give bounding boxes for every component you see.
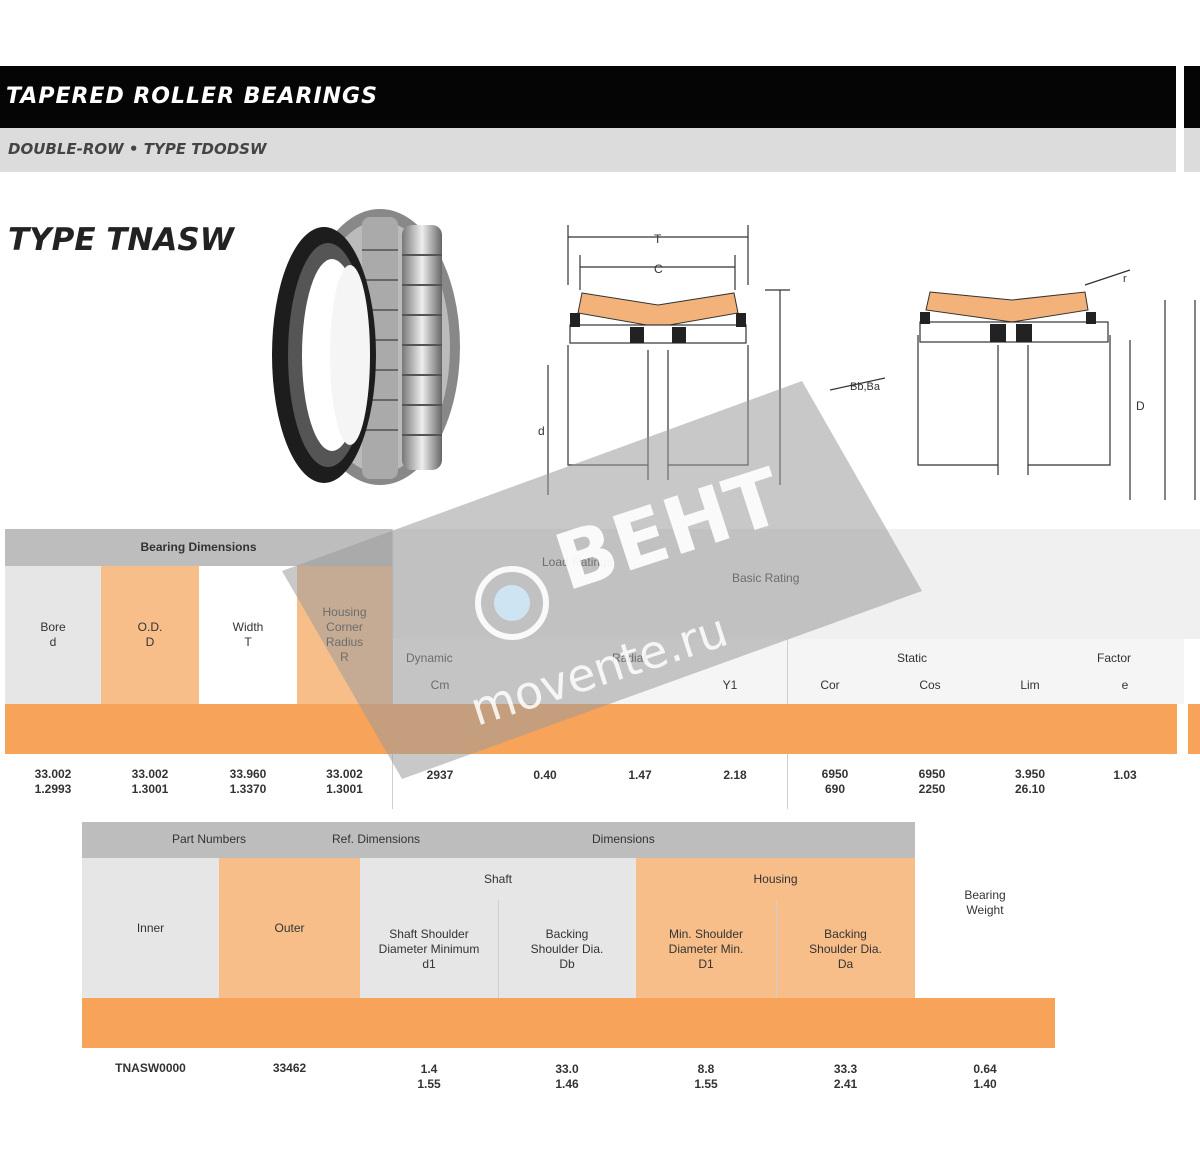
bearing-type-title: TYPE TNASW: [8, 222, 234, 258]
subtitle-bar: [0, 128, 1176, 172]
factor-value: 1.47: [628, 767, 652, 782]
bearing-photo: [272, 209, 460, 485]
label-d: d: [538, 424, 545, 438]
load-ratings-header-area: Load Ratings Basic Rating: [392, 529, 1200, 639]
radial-label: Radial: [612, 651, 647, 665]
static-value: 6950 690: [821, 767, 849, 796]
page-subtitle: DOUBLE-ROW • TYPE TDODSW: [8, 140, 267, 158]
label-bb: Bb,Ba: [850, 381, 881, 393]
subtitle-bar-edge: [1184, 128, 1200, 172]
unit-band-edge: [1188, 704, 1200, 754]
label-d-outer: D: [1136, 399, 1145, 413]
divider: [498, 900, 499, 998]
basic-rating-header: Basic Rating: [732, 571, 800, 585]
weight-header: Bearing Weight: [915, 858, 1055, 998]
divider: [392, 529, 393, 809]
housing-header: Housing: [636, 858, 915, 900]
col-inner-header: Inner: [82, 858, 219, 998]
col-bore-header: Bore d: [5, 566, 101, 704]
e-value: 1.03: [1113, 767, 1137, 782]
factor-subheader: Factor: [1087, 639, 1184, 704]
outer-part-number: 33462: [272, 1060, 307, 1075]
cross-section-diagram-2: Bb,Ba r D: [830, 269, 1196, 500]
factor-value: 0.40: [533, 767, 557, 782]
unit-label: Lim: [1020, 677, 1040, 692]
housing-min-value: 8.8 1.55: [694, 1062, 718, 1091]
shaft-backing-header: Backing Shoulder Dia. Db: [498, 900, 636, 998]
unit-band-2: [82, 998, 1055, 1048]
static-value: 6950 2250: [918, 767, 946, 796]
shaft-header: Shaft: [360, 858, 636, 900]
unit-label: Cos: [919, 677, 941, 692]
divider: [776, 900, 777, 998]
factor-value: 2.18: [723, 767, 747, 782]
weight-value: 0.64 1.40: [973, 1062, 997, 1091]
unit-label: Y1: [722, 677, 738, 692]
factor-label: Factor: [1097, 651, 1132, 665]
housing-shoulder-min-header: Min. Shoulder Diameter Min. D1: [636, 900, 776, 998]
load-ratings-header: Load Ratings: [542, 555, 613, 569]
dynamic-label: Dynamic: [406, 651, 453, 665]
inner-part-number: TNASW0000: [115, 1060, 186, 1075]
shaft-min-value: 1.4 1.55: [417, 1062, 441, 1091]
od-value: 33.002 1.3001: [131, 767, 169, 796]
label-t: T: [654, 232, 662, 246]
table2-header: Part Numbers Ref. Dimensions Dimensions: [82, 822, 915, 858]
label-c: C: [654, 262, 663, 276]
bearing-dimensions-header: Bearing Dimensions: [5, 529, 392, 566]
ref-dimensions-header: Ref. Dimensions: [332, 832, 421, 846]
unit-label: Cor: [820, 677, 840, 692]
cross-section-diagram-1: T C d: [538, 225, 790, 495]
housing-backing-header: Backing Shoulder Dia. Da: [776, 900, 915, 998]
title-bar: [0, 66, 1176, 128]
static-value: 3.950 26.10: [1014, 767, 1046, 796]
shaft-shoulder-min-header: Shaft Shoulder Diameter Minimum d1: [360, 900, 498, 998]
radius-value: 33.002 1.3001: [326, 767, 363, 796]
col-outer-header: Outer: [219, 858, 360, 998]
shaft-backing-value: 33.0 1.46: [555, 1062, 579, 1091]
width-value: 33.960 1.3370: [229, 767, 267, 796]
col-width-header: Width T: [199, 566, 297, 704]
static-label: Static: [897, 651, 928, 665]
col-radius-header: Housing Corner Radius R: [297, 566, 392, 704]
unit-label: e: [1121, 677, 1129, 692]
unit-band: [5, 704, 1177, 754]
label-r: r: [1123, 273, 1127, 285]
title-bar-edge: [1184, 66, 1200, 128]
dimensions-header: Dimensions: [592, 832, 655, 846]
col-od-header: O.D. D: [101, 566, 199, 704]
housing-backing-value: 33.3 2.41: [833, 1062, 858, 1091]
unit-label: Cm: [430, 677, 450, 692]
part-numbers-header: Part Numbers: [172, 832, 247, 846]
page-title: TAPERED ROLLER BEARINGS: [6, 84, 378, 109]
bore-value: 33.002 1.2993: [34, 767, 72, 796]
dynamic-value: 2937: [426, 767, 454, 782]
